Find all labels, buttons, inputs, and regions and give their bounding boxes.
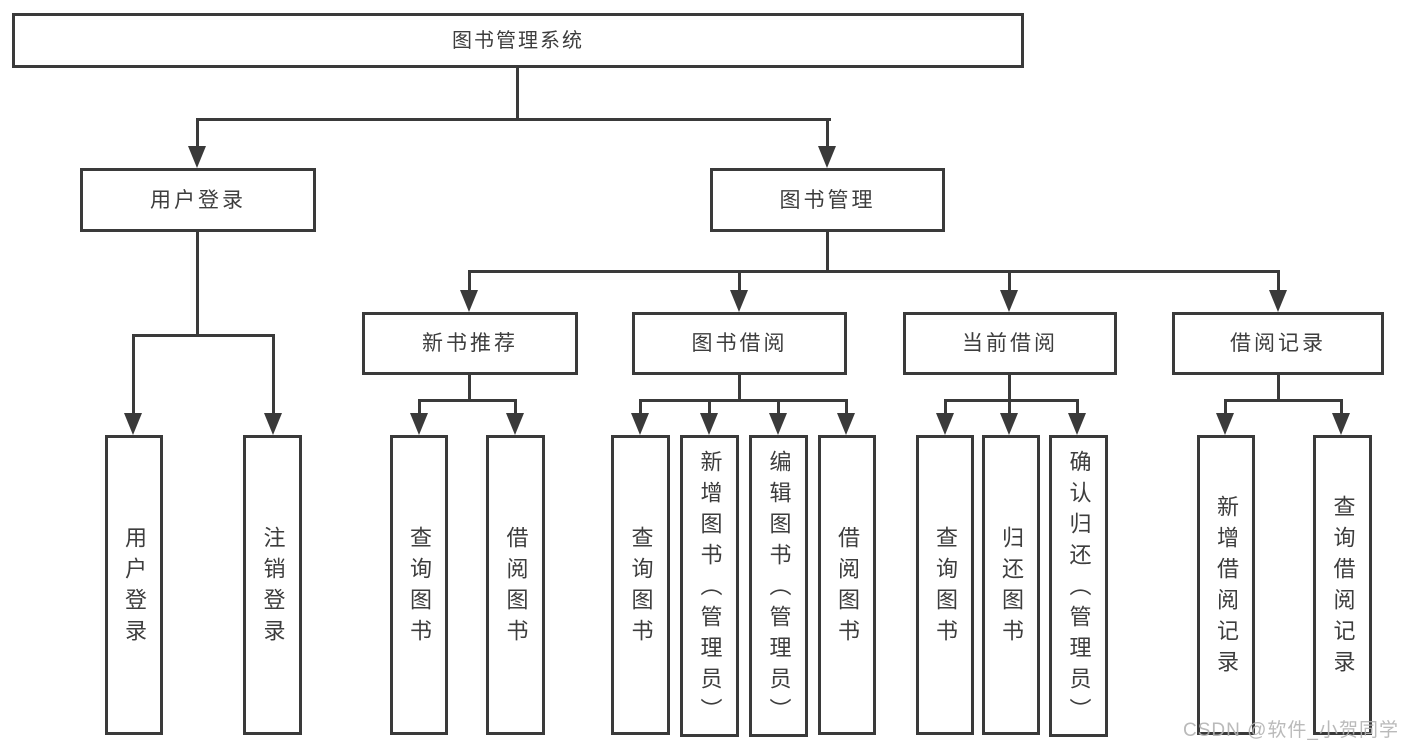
watermark: CSDN @软件_小贺同学 — [1183, 720, 1399, 741]
connector-line — [468, 270, 1280, 273]
node-label: 当前借阅 — [962, 332, 1058, 355]
connector-line — [1340, 399, 1343, 415]
arrowhead-icon — [1000, 413, 1018, 435]
arrowhead-icon — [837, 413, 855, 435]
connector-line — [514, 399, 517, 415]
connector-line — [1277, 375, 1280, 402]
connector-line — [639, 399, 848, 402]
arrowhead-icon — [460, 290, 478, 312]
connector-line — [1008, 270, 1011, 292]
connector-line — [468, 270, 471, 292]
node-label: 查询图书 — [407, 526, 432, 650]
leaf-query-borrow-record: 查询借阅记录 — [1313, 435, 1372, 735]
node-label: 新书推荐 — [422, 332, 518, 355]
leaf-add-borrow-record: 新增借阅记录 — [1197, 435, 1255, 735]
leaf-borrow-books-recommend: 借阅图书 — [486, 435, 545, 735]
connector-line — [468, 375, 471, 402]
leaf-query-books-recommend: 查询图书 — [390, 435, 448, 735]
arrowhead-icon — [700, 413, 718, 435]
arrowhead-icon — [1216, 413, 1234, 435]
connector-line — [944, 399, 1079, 402]
leaf-user-login: 用户登录 — [105, 435, 163, 735]
leaf-logout: 注销登录 — [243, 435, 302, 735]
connector-line — [826, 118, 829, 148]
node-label: 归还图书 — [999, 526, 1024, 650]
arrowhead-icon — [936, 413, 954, 435]
leaf-query-books-current: 查询图书 — [916, 435, 974, 735]
node-label: 借阅图书 — [503, 526, 529, 650]
node-label: 用户登录 — [122, 526, 147, 650]
node-label: 查询图书 — [628, 526, 654, 650]
node-user-login: 用户登录 — [80, 168, 316, 232]
connector-line — [516, 68, 519, 120]
connector-line — [1008, 399, 1011, 415]
arrowhead-icon — [730, 290, 748, 312]
leaf-confirm-return-admin: 确认归还（管理员） — [1049, 435, 1108, 737]
arrowhead-icon — [1000, 290, 1018, 312]
leaf-borrow-books: 借阅图书 — [818, 435, 876, 735]
arrowhead-icon — [124, 413, 142, 435]
node-label: 新增图书（管理员） — [697, 449, 723, 729]
node-label: 查询借阅记录 — [1330, 495, 1356, 681]
node-label: 借阅图书 — [835, 526, 860, 650]
arrowhead-icon — [818, 146, 836, 168]
node-book-borrow: 图书借阅 — [632, 312, 847, 375]
connector-line — [1224, 399, 1227, 415]
connector-line — [1277, 270, 1280, 292]
node-label: 新增借阅记录 — [1214, 495, 1239, 681]
connector-line — [639, 399, 642, 415]
connector-line — [738, 270, 741, 292]
connector-line — [1008, 375, 1011, 402]
connector-line — [196, 232, 199, 336]
leaf-edit-books-admin: 编辑图书（管理员） — [749, 435, 808, 737]
node-label: 图书管理系统 — [452, 29, 584, 52]
connector-line — [132, 334, 275, 337]
node-label: 借阅记录 — [1230, 332, 1326, 355]
arrowhead-icon — [1068, 413, 1086, 435]
arrowhead-icon — [769, 413, 787, 435]
node-borrow-records: 借阅记录 — [1172, 312, 1384, 375]
connector-line — [826, 232, 829, 272]
node-label: 注销登录 — [260, 526, 286, 650]
connector-line — [418, 399, 517, 402]
node-label: 用户登录 — [150, 188, 246, 212]
connector-line — [196, 118, 831, 121]
arrowhead-icon — [1332, 413, 1350, 435]
node-current-borrow: 当前借阅 — [903, 312, 1117, 375]
connector-line — [738, 375, 741, 402]
node-new-book-recommend: 新书推荐 — [362, 312, 578, 375]
connector-line — [845, 399, 848, 415]
arrowhead-icon — [631, 413, 649, 435]
connector-line — [132, 334, 135, 415]
connector-line — [1076, 399, 1079, 415]
leaf-query-books-borrow: 查询图书 — [611, 435, 670, 735]
node-label: 图书管理 — [779, 188, 876, 212]
connector-line — [1224, 399, 1343, 402]
arrowhead-icon — [188, 146, 206, 168]
arrowhead-icon — [410, 413, 428, 435]
connector-line — [708, 399, 711, 415]
node-label: 查询图书 — [933, 526, 958, 650]
arrowhead-icon — [264, 413, 282, 435]
arrowhead-icon — [506, 413, 524, 435]
connector-line — [944, 399, 947, 415]
node-library-system: 图书管理系统 — [12, 13, 1024, 68]
connector-line — [418, 399, 421, 415]
connector-line — [196, 118, 199, 148]
node-label: 确认归还（管理员） — [1066, 449, 1092, 729]
connector-line — [777, 399, 780, 415]
node-label: 图书借阅 — [691, 332, 788, 355]
node-book-management: 图书管理 — [710, 168, 945, 232]
leaf-return-books: 归还图书 — [982, 435, 1040, 735]
node-label: 编辑图书（管理员） — [766, 449, 792, 729]
connector-line — [272, 334, 275, 415]
arrowhead-icon — [1269, 290, 1287, 312]
leaf-add-books-admin: 新增图书（管理员） — [680, 435, 739, 737]
